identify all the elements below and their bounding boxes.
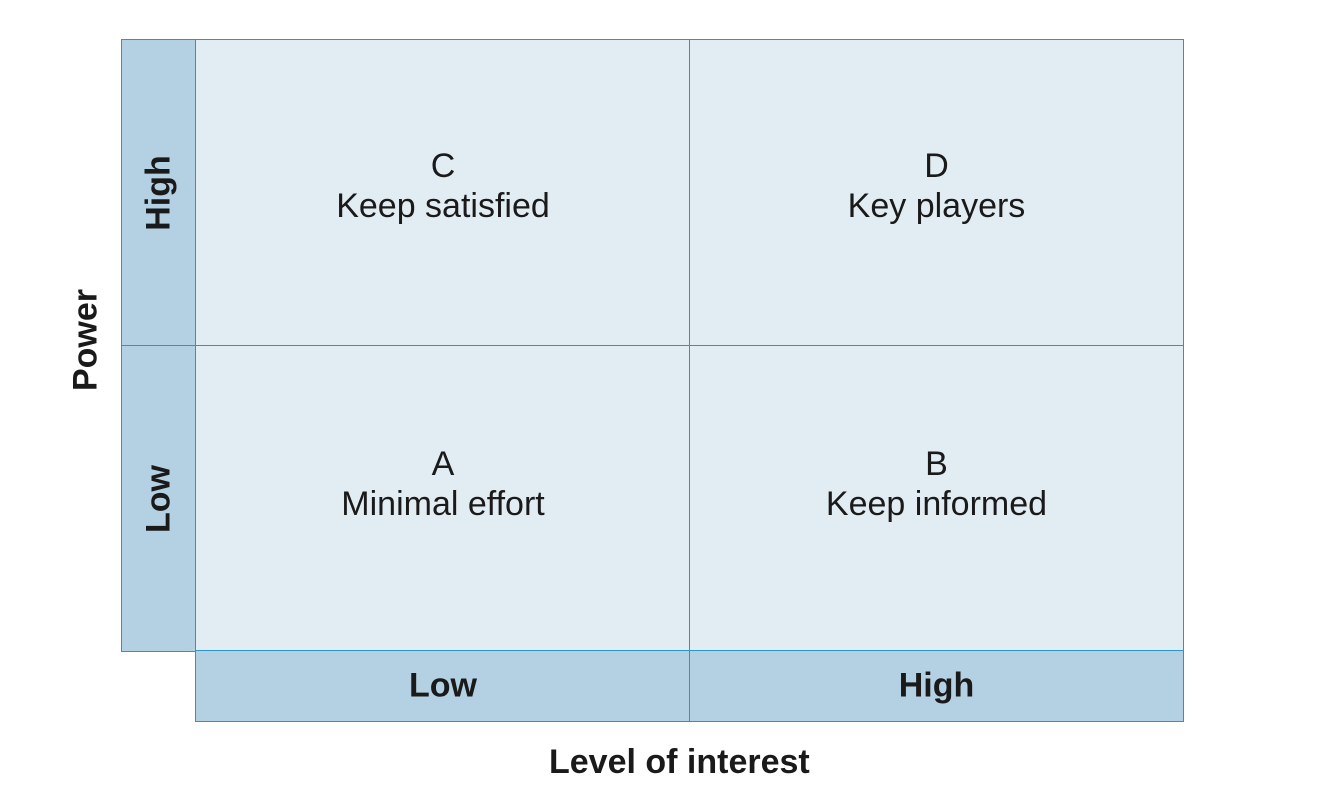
x-band-high: High <box>689 650 1184 722</box>
quadrant-letter: B <box>925 445 948 483</box>
x-axis-title: Level of interest <box>549 743 810 781</box>
y-band-high: High <box>121 39 197 347</box>
quadrant-letter: A <box>431 445 455 483</box>
y-axis-title: Power <box>66 288 105 392</box>
quadrant-a-text: A Minimal effort <box>196 444 690 524</box>
quadrant-label: Keep informed <box>825 485 1048 523</box>
quadrant-letter: C <box>430 147 456 185</box>
quadrant-label: Keep satisfied <box>336 187 550 225</box>
x-band-low-label: Low <box>409 666 477 705</box>
quadrant-label: Minimal effort <box>341 485 545 523</box>
y-band-high-label: High <box>139 155 178 231</box>
quadrant-keep-satisfied: C Keep satisfied <box>195 39 691 347</box>
x-band-high-label: High <box>898 666 975 705</box>
quadrant-label: Key players <box>847 187 1026 225</box>
quadrant-keep-informed: B Keep informed <box>689 345 1184 652</box>
quadrant-minimal-effort: A Minimal effort <box>195 345 691 652</box>
y-band-low: Low <box>121 345 197 652</box>
quadrant-letter: D <box>924 147 949 185</box>
y-band-low-label: Low <box>139 464 178 533</box>
quadrant-key-players: D Key players <box>689 39 1184 347</box>
quadrant-d-text: D Key players <box>690 146 1183 226</box>
quadrant-b-text: B Keep informed <box>690 444 1183 524</box>
quadrant-c-text: C Keep satisfied <box>196 146 690 226</box>
x-band-low: Low <box>195 650 691 722</box>
